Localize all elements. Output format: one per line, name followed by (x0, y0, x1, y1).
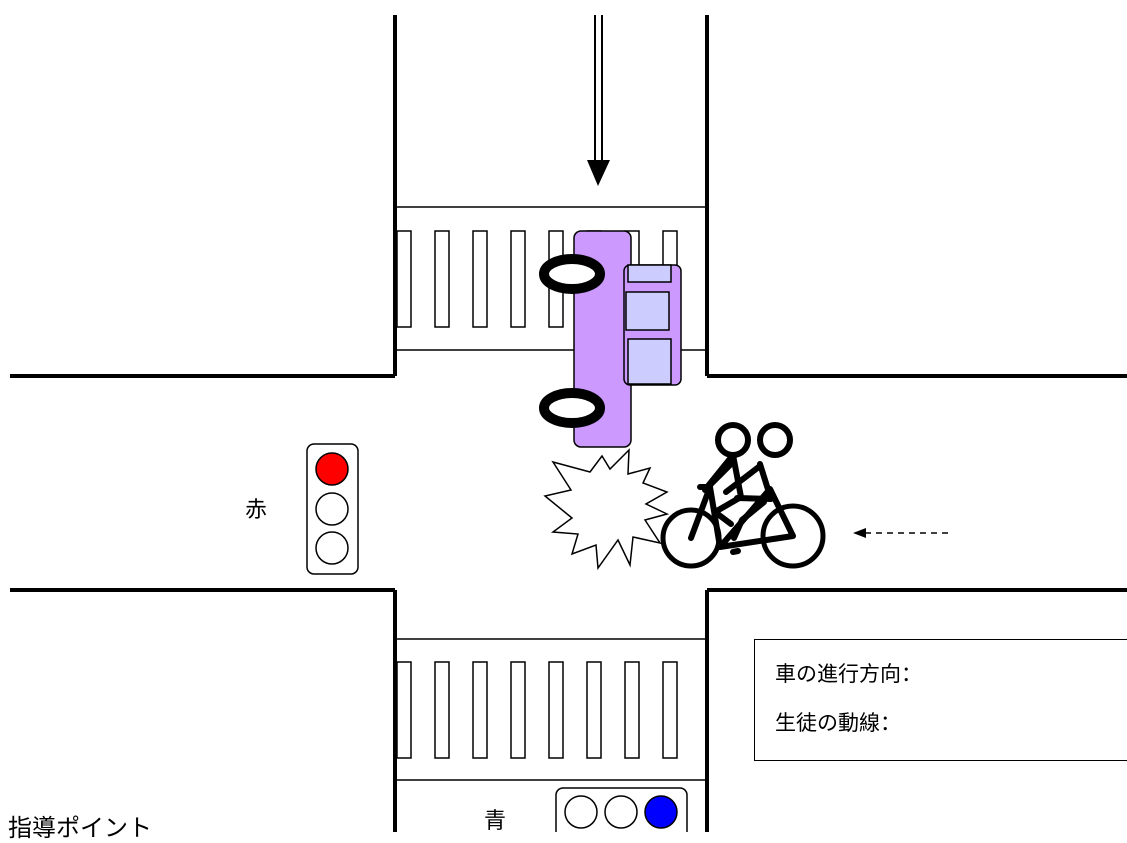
car-direction-arrow (587, 15, 610, 186)
blue-signal-label: 青 (484, 809, 507, 834)
traffic-light-red (306, 443, 359, 575)
legend-box: 車の進行方向： 生徒の動線： (754, 639, 1127, 761)
red-signal-label: 赤 (245, 498, 268, 523)
vehicle-icon (539, 230, 682, 448)
legend-student-path-label: 生徒の動線： (775, 711, 901, 735)
bicycle-riders-icon (660, 422, 826, 569)
bottom-crosswalk (395, 638, 707, 781)
collision-burst-icon (543, 448, 670, 571)
legend-car-direction-label: 車の進行方向： (775, 662, 922, 686)
traffic-light-blue (555, 787, 688, 832)
road-edges (10, 15, 1127, 832)
guidance-title: 指導ポイント (8, 814, 152, 842)
student-path-arrow (853, 528, 948, 538)
